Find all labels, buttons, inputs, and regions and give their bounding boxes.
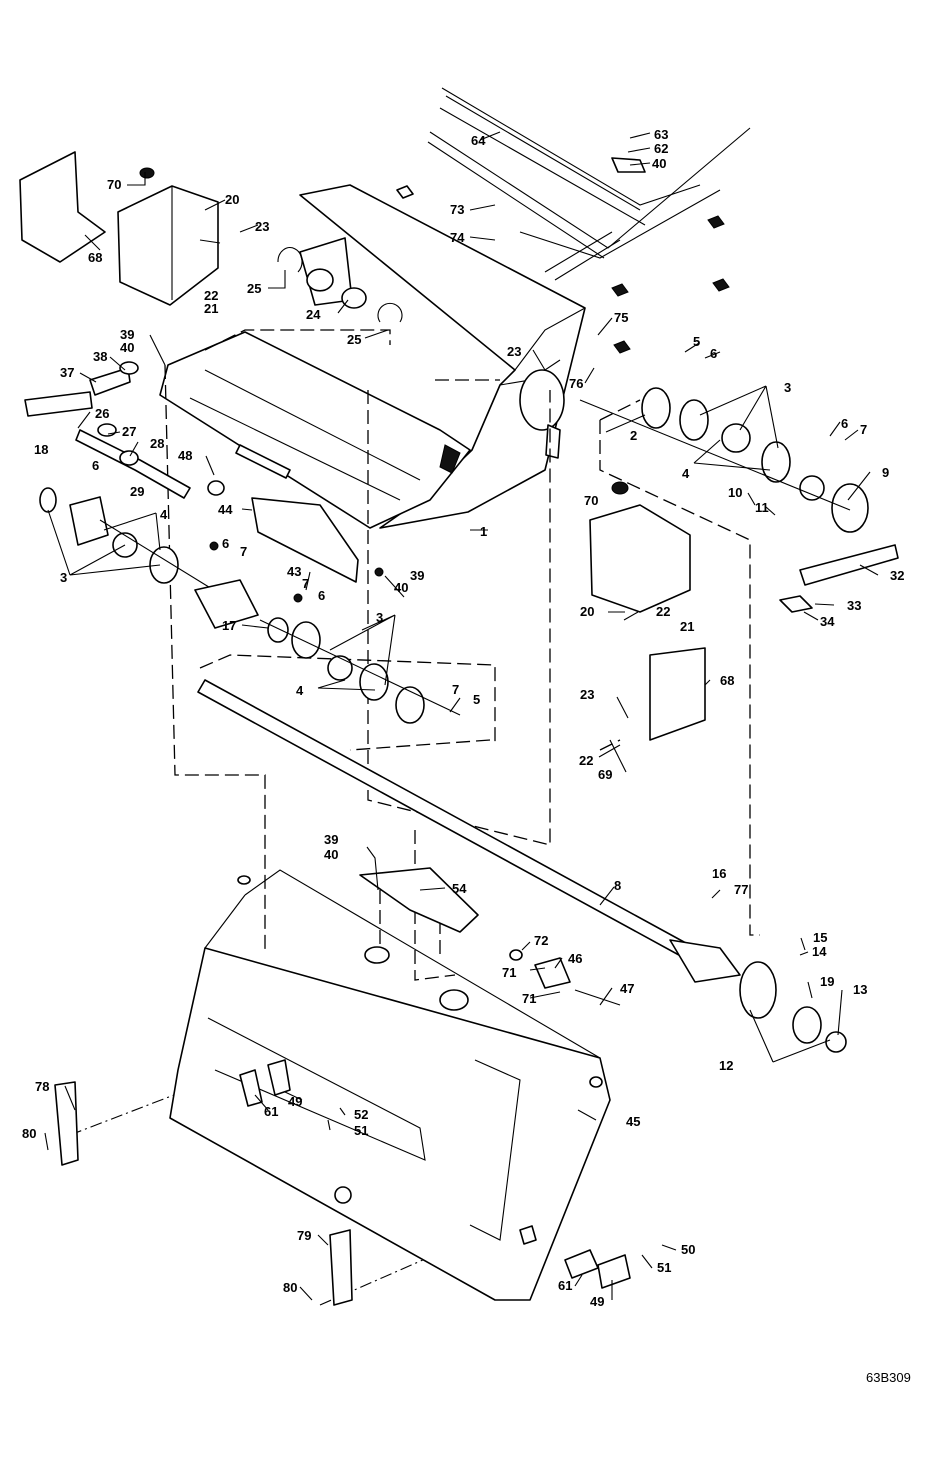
callout-48: 48 — [178, 448, 192, 463]
callout-10: 10 — [728, 485, 742, 500]
callout-32: 32 — [890, 568, 904, 583]
callout-19: 19 — [820, 974, 834, 989]
callout-29: 29 — [130, 484, 144, 499]
callout-50: 50 — [681, 1242, 695, 1257]
callout-49: 49 — [590, 1294, 604, 1309]
callout-6: 6 — [92, 458, 99, 473]
callout-71: 71 — [522, 991, 536, 1006]
callout-39: 39 — [324, 832, 338, 847]
callout-39: 39 — [410, 568, 424, 583]
callout-22: 22 — [204, 288, 218, 303]
callout-3: 3 — [60, 570, 67, 585]
callout-40: 40 — [324, 847, 338, 862]
callout-70: 70 — [107, 177, 121, 192]
callout-26: 26 — [95, 406, 109, 421]
callout-23: 23 — [580, 687, 594, 702]
callout-7: 7 — [860, 422, 867, 437]
callout-38: 38 — [93, 349, 107, 364]
callout-74: 74 — [450, 230, 465, 245]
callout-1: 1 — [480, 524, 487, 539]
callout-77: 77 — [734, 882, 748, 897]
callout-40: 40 — [652, 156, 666, 171]
callout-47: 47 — [620, 981, 634, 996]
callout-70: 70 — [584, 493, 598, 508]
callout-22: 22 — [579, 753, 593, 768]
right-drive-assembly — [580, 388, 898, 740]
callout-25: 25 — [347, 332, 361, 347]
callout-22: 22 — [656, 604, 670, 619]
callout-78: 78 — [35, 1079, 49, 1094]
callout-40: 40 — [394, 580, 408, 595]
callout-3: 3 — [376, 610, 383, 625]
callout-68: 68 — [720, 673, 734, 688]
callout-51: 51 — [657, 1260, 671, 1275]
callout-44: 44 — [218, 502, 233, 517]
callout-3: 3 — [784, 380, 791, 395]
callout-46: 46 — [568, 951, 582, 966]
callout-76: 76 — [569, 376, 583, 391]
callout-14: 14 — [812, 944, 827, 959]
callout-28: 28 — [150, 436, 164, 451]
callout-52: 52 — [354, 1107, 368, 1122]
callout-12: 12 — [719, 1058, 733, 1073]
callout-54: 54 — [452, 881, 467, 896]
callout-37: 37 — [60, 365, 74, 380]
callout-23: 23 — [507, 344, 521, 359]
callout-27: 27 — [122, 424, 136, 439]
callout-7: 7 — [240, 544, 247, 559]
callout-73: 73 — [450, 202, 464, 217]
callout-33: 33 — [847, 598, 861, 613]
callout-2: 2 — [630, 428, 637, 443]
callout-6: 6 — [222, 536, 229, 551]
callout-6: 6 — [318, 588, 325, 603]
callout-69: 69 — [598, 767, 612, 782]
callout-4: 4 — [682, 466, 690, 481]
callout-21: 21 — [680, 619, 694, 634]
callout-15: 15 — [813, 930, 827, 945]
callout-63: 63 — [654, 127, 668, 142]
callout-51: 51 — [354, 1123, 368, 1138]
callout-75: 75 — [614, 310, 628, 325]
callout-79: 79 — [297, 1228, 311, 1243]
callout-24: 24 — [306, 307, 321, 322]
lower-housing — [170, 868, 620, 1300]
callout-11: 11 — [755, 500, 769, 515]
callout-80: 80 — [22, 1126, 36, 1141]
callout-17: 17 — [222, 618, 236, 633]
callout-18: 18 — [34, 442, 48, 457]
callout-72: 72 — [534, 933, 548, 948]
callout-6: 6 — [710, 346, 717, 361]
callout-5: 5 — [473, 692, 480, 707]
callout-4: 4 — [160, 507, 168, 522]
callout-20: 20 — [225, 192, 239, 207]
callout-64: 64 — [471, 133, 486, 148]
callout-80: 80 — [283, 1280, 297, 1295]
callout-4: 4 — [296, 683, 304, 698]
callout-45: 45 — [626, 1114, 640, 1129]
callout-61: 61 — [558, 1278, 572, 1293]
callout-6: 7 — [452, 682, 459, 697]
callout-5: 5 — [693, 334, 700, 349]
drawing-code: 63B309 — [866, 1370, 911, 1385]
callout-61: 61 — [264, 1104, 278, 1119]
callout-6: 6 — [841, 416, 848, 431]
callout-23: 23 — [255, 219, 269, 234]
callout-49: 49 — [288, 1094, 302, 1109]
callout-68: 68 — [88, 250, 102, 265]
callout-43: 43 — [287, 564, 301, 579]
callout-34: 34 — [820, 614, 835, 629]
hopper-tray — [160, 332, 470, 528]
callout-16: 16 — [712, 866, 726, 881]
callout-71: 71 — [502, 965, 516, 980]
callout-8: 8 — [614, 878, 621, 893]
callout-9: 9 — [882, 465, 889, 480]
callout-62: 62 — [654, 141, 668, 156]
callout-20: 20 — [580, 604, 594, 619]
callout-40: 40 — [120, 340, 134, 355]
callout-13: 13 — [853, 982, 867, 997]
callout-21: 21 — [204, 301, 218, 316]
callout-25: 25 — [247, 281, 261, 296]
callout-7: 7 — [302, 576, 309, 591]
